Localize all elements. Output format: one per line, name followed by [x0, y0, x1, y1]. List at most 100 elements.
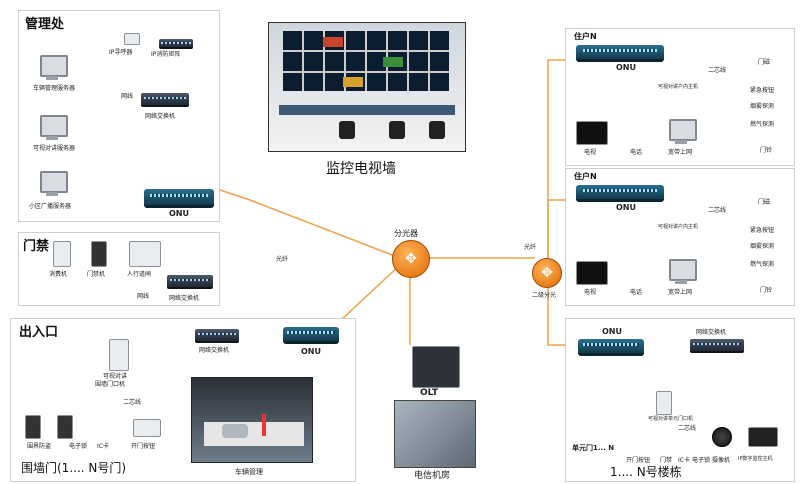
phone-label: 电话 [630, 149, 643, 156]
mgmt-net-label: 网线 [121, 93, 134, 100]
entrance-footer: 围墙门(1.... N号门) [21, 461, 127, 475]
resident-onu-label: ONU [616, 63, 636, 72]
tv-label: 电视 [584, 289, 597, 296]
intercom-unit-icon [109, 339, 129, 371]
sensor1-label: 门磁 [758, 199, 771, 206]
tv-icon [576, 121, 608, 145]
camera-icon [25, 415, 41, 439]
broadband-label: 宽带上网 [668, 289, 693, 296]
entrance-onu-icon [283, 327, 339, 344]
management-title: 管理处 [25, 17, 65, 32]
resident-host-label: 可视对讲户内主机 [658, 224, 699, 230]
ex2-label: 门禁 [660, 457, 673, 464]
telecom-label: 电信机房 [414, 471, 451, 481]
monitor-wall-image [268, 22, 466, 152]
broadcast-server-icon [37, 171, 68, 199]
sensor2-label: 紧急按钮 [750, 87, 775, 94]
gate-label: 人行道闸 [127, 271, 152, 278]
management-panel: 管理处 IP寻呼器 IP消防矩阵 网线 网络交换机 车辆管理服务器 可视对讲服务… [18, 10, 220, 222]
access-switch-label: 网络交换机 [169, 295, 200, 302]
consume-label: 消费机 [49, 271, 68, 278]
ip-pager-icon [124, 33, 140, 45]
ic-label: IC卡 [97, 443, 109, 450]
camera2-icon [57, 415, 73, 439]
broadband-icon [666, 259, 697, 287]
sensor3-label: 烟雾探测 [750, 243, 775, 250]
building-twoline-label: 二芯线 [678, 425, 697, 432]
mgmt-onu-label: ONU [169, 209, 189, 218]
tv-label: 电视 [584, 149, 597, 156]
entrance-switch-icon [195, 329, 239, 343]
unit-intercom-label: 可视对讲单元门口机 [648, 416, 694, 422]
gate-icon [129, 241, 161, 267]
building-switch-icon [690, 339, 744, 353]
broadband-label: 宽带上网 [668, 149, 693, 156]
access-switch-icon [167, 275, 213, 289]
resident-panel-2: 住户N ONU 二芯线 可视对讲户内主机 电视 电话 宽带上网 门磁 紧急按钮 … [565, 168, 795, 306]
splitter-label: 分光器 [394, 229, 418, 238]
monitor-wall-title: 监控电视墙 [326, 161, 396, 177]
olt-icon [412, 346, 460, 388]
ip-matrix-icon [159, 39, 193, 49]
building-footer: 1.... N号楼栋 [610, 465, 682, 479]
splitter2-label: 二级分光 [532, 292, 557, 299]
unit-intercom-icon [656, 391, 672, 415]
camera-label: 围界防盗 [27, 443, 52, 450]
ex6-label: IP数字监控主机 [738, 456, 773, 462]
broadcast-server-label: 小区广播服务器 [29, 203, 72, 210]
exit-button-icon [133, 419, 161, 437]
mgmt-onu-icon [144, 189, 214, 208]
entrance-onu-label: ONU [301, 347, 321, 356]
resident-onu-label: ONU [616, 203, 636, 212]
lock-label: 电子锁 [69, 443, 88, 450]
mgmt-switch-icon [141, 93, 189, 107]
olt-label: OLT [420, 388, 439, 398]
resident-onu-icon [576, 45, 664, 62]
ip-pager-label: IP寻呼器 [109, 49, 133, 56]
attendance-icon [91, 241, 107, 267]
sensor2-label: 紧急按钮 [750, 227, 775, 234]
resident-title: 住户N [574, 172, 597, 181]
resident-host-label: 可视对讲户内主机 [658, 84, 699, 90]
entrance-panel: 出入口 网络交换机 ONU 可视对讲 围墙门口机 二芯线 围界防盗 电子锁 IC… [10, 318, 356, 482]
splitter2-icon: ✥ [532, 258, 562, 288]
resident-twoline-label: 二芯线 [708, 207, 727, 214]
access-panel: 门禁 消费机 门禁机 人行道闸 网线 网络交换机 [18, 232, 220, 306]
exit-button-label: 开门按钮 [131, 443, 156, 450]
access-net-label: 网线 [137, 293, 150, 300]
sensor4-label: 燃气探测 [750, 261, 775, 268]
building-onu-icon [578, 339, 644, 356]
access-title: 门禁 [23, 239, 50, 254]
resident-twoline-label: 二芯线 [708, 67, 727, 74]
building-panel: ONU 网络交换机 可视对讲单元门口机 二芯线 单元门1... N 开门按钮 门… [565, 318, 795, 482]
attendance-label: 门禁机 [87, 271, 106, 278]
intercom2-label: 围墙门口机 [95, 381, 126, 388]
parking-server-label: 车辆管理服务器 [33, 85, 76, 92]
entrance-twoline-label: 二芯线 [123, 399, 142, 406]
intercom-server-icon [37, 115, 68, 143]
entrance-title: 出入口 [19, 325, 59, 340]
splitter-icon: ✥ [392, 240, 430, 278]
ip-matrix-label: IP消防矩阵 [151, 51, 181, 58]
ex1-label: 开门按钮 [626, 457, 651, 464]
sensor1-label: 门磁 [758, 59, 771, 66]
parking-label: 车辆管理 [235, 468, 263, 476]
entrance-switch-label: 网络交换机 [199, 347, 230, 354]
unit-door-label: 单元门1... N [572, 444, 615, 452]
sensor5-label: 门铃 [760, 287, 773, 294]
building-onu-label: ONU [602, 327, 622, 336]
telecom-building-icon [394, 400, 476, 468]
parking-image [191, 377, 313, 463]
ip-host-icon [748, 427, 778, 447]
resident-title: 住户N [574, 32, 597, 41]
mgmt-switch-label: 网络交换机 [145, 113, 176, 120]
ex3-label: IC卡 [678, 457, 690, 464]
phone-label: 电话 [630, 289, 643, 296]
intercom-server-label: 可视对讲服务器 [33, 145, 76, 152]
camera-dome-icon [712, 427, 732, 447]
consume-icon [53, 241, 71, 267]
fiber-label: 光纤 [276, 256, 289, 263]
fiber2-label: 光纤 [524, 244, 537, 251]
sensor5-label: 门铃 [760, 147, 773, 154]
broadband-icon [666, 119, 697, 147]
